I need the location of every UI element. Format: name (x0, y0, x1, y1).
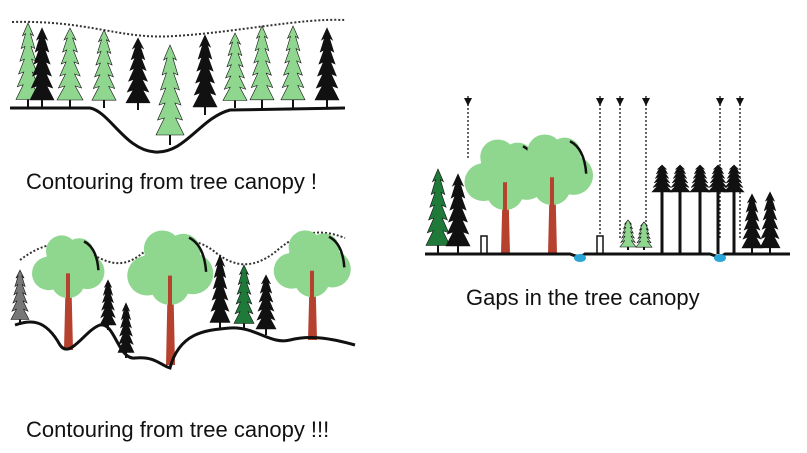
ground-line (14, 320, 356, 370)
bare-conifer-icon (707, 164, 729, 254)
conifer-tree-icon (255, 274, 277, 335)
conifer-tree-icon (314, 27, 340, 108)
conifer-tree-group (15, 22, 340, 145)
ground-line (10, 106, 346, 154)
tree-stump-icon (596, 235, 604, 255)
light-ray-arrow-icon (736, 96, 744, 240)
conifer-tree-icon (280, 25, 306, 108)
conifer-tree-icon (192, 34, 218, 115)
light-ray-arrow-icon (596, 96, 604, 240)
bare-conifer-icon (669, 164, 691, 254)
conifer-tree-icon (651, 164, 673, 195)
bare-conifer-icon (723, 164, 745, 254)
conifer-tree-icon (56, 27, 84, 108)
water-puddle-icon (714, 254, 726, 262)
conifer-tree-icon (759, 191, 781, 254)
panel-contouring-conifers (10, 18, 346, 154)
conifer-tree-icon (222, 32, 248, 108)
light-ray-arrow-icon (642, 96, 650, 240)
conifer-tree-icon (635, 221, 653, 250)
conifer-tree-icon (707, 164, 729, 195)
conifer-tree-icon (741, 193, 763, 254)
bare-conifer-icon (689, 164, 711, 254)
conifer-tree-icon (619, 219, 637, 250)
light-arrow-group (464, 96, 744, 240)
conifer-tree-icon (155, 44, 185, 145)
bare-conifer-icon (651, 164, 673, 254)
conifer-tree-icon (125, 37, 151, 110)
conifer-tree-icon (209, 254, 231, 330)
ground-line (425, 252, 790, 258)
light-ray-arrow-icon (616, 96, 624, 240)
broadleaf-tree-icon (273, 230, 351, 340)
conifer-tree-icon (91, 29, 117, 108)
water-puddle-icon (574, 254, 586, 262)
hatched-conifer-icon (10, 269, 30, 325)
broadleaf-tree-group (10, 230, 351, 365)
conifer-tree-icon (669, 164, 691, 195)
canopy-contour-line (11, 18, 346, 38)
tree-stump-icon (480, 235, 488, 255)
conifer-tree-icon (99, 279, 117, 330)
panel-contouring-broadleaf (10, 230, 356, 370)
broadleaf-tree-icon (127, 230, 214, 365)
conifer-tree-icon (723, 164, 745, 195)
light-ray-arrow-icon (464, 96, 472, 160)
caption-contouring-conifers: Contouring from tree canopy ! (26, 169, 318, 194)
dark-green-conifer-icon (425, 168, 451, 254)
broadleaf-tree-icon (511, 134, 594, 254)
caption-contouring-broadleaf: Contouring from tree canopy !!! (26, 417, 330, 442)
caption-canopy-gaps: Gaps in the tree canopy (466, 285, 700, 310)
dark-green-conifer-icon (233, 264, 255, 330)
broadleaf-tree-icon (32, 235, 105, 350)
conifer-tree-icon (689, 164, 711, 195)
panel-canopy-gaps (425, 96, 790, 262)
conifer-tree-icon (249, 25, 275, 108)
mixed-tree-group (425, 134, 781, 255)
